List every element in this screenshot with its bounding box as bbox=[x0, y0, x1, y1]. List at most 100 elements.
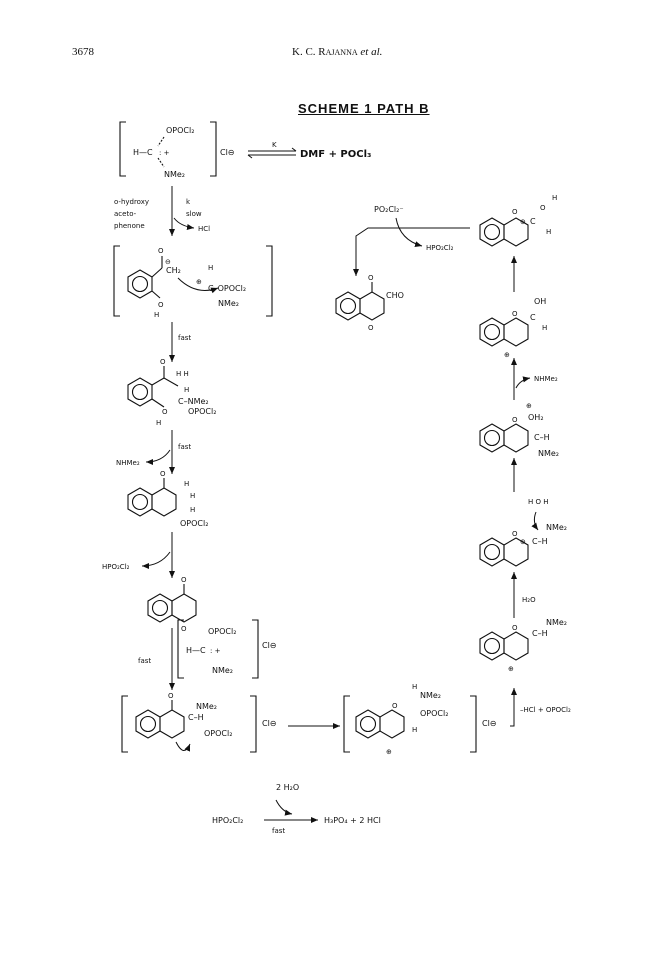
r1-o: O bbox=[512, 624, 518, 632]
adduct-o: O bbox=[160, 358, 166, 366]
chromanone-opocl2: OPOCl₂ bbox=[180, 519, 208, 528]
reagent2-nme2: NMe₂ bbox=[212, 666, 233, 675]
chromone-carbonyl-o: O bbox=[181, 576, 187, 584]
iminium-plus: ⊕ bbox=[196, 278, 202, 286]
fast-label-1: fast bbox=[178, 334, 191, 342]
r4-c: C bbox=[530, 313, 536, 322]
vilsmeier-reagent-2: OPOCl₂ H—C : + NMe₂ Cl⊖ bbox=[177, 619, 277, 679]
slow-label: slow bbox=[186, 210, 202, 218]
ch2-label: CH₂ bbox=[166, 266, 181, 275]
iminium-nme2: NMe₂ bbox=[218, 299, 239, 308]
reagent2-hc: H—C bbox=[186, 646, 206, 655]
hpo2cl2-loss-2: HPO₂Cl₂ bbox=[426, 244, 454, 252]
complex-opocl2: OPOCl₂ bbox=[204, 729, 232, 738]
page-number: 3678 bbox=[72, 46, 94, 58]
hcl-opocl2-loss: –HCl + OPOCl₂ bbox=[520, 706, 571, 714]
chromone: O O bbox=[147, 576, 197, 633]
chromenylium-opocl2: OPOCl₂ bbox=[420, 709, 448, 718]
intermediate-adduct: O H H H C–NMe₂ OPOCl₂ O H bbox=[127, 358, 216, 427]
formyl-carbonyl-o: O bbox=[368, 274, 374, 282]
r1-plus: ⊕ bbox=[508, 665, 514, 673]
adduct-h: H bbox=[184, 386, 189, 394]
running-head: K. C. Rajanna et al. bbox=[292, 46, 382, 58]
opocl2-label: OPOCl₂ bbox=[166, 126, 194, 135]
r2-plus: ⊕ bbox=[520, 538, 526, 546]
reagent2-cl: Cl⊖ bbox=[262, 641, 277, 650]
chloride-label: Cl⊖ bbox=[220, 148, 235, 157]
adduct-opocl2: OPOCl₂ bbox=[188, 407, 216, 416]
phenol-h: H bbox=[154, 311, 159, 319]
rate-constant: k bbox=[186, 198, 191, 206]
intermediate-enolate: O ⊖ CH₂ O H H ⊕ C–OPOCl₂ NMe₂ bbox=[113, 245, 273, 319]
right-chromenylium-5: O ⊕ C O H H bbox=[479, 194, 557, 247]
running-head-etal: et al. bbox=[360, 46, 383, 58]
right-chromenylium-4: O OH C H ⊕ bbox=[479, 297, 547, 359]
chromenylium-complex: O H NMe₂ OPOCl₂ H ⊕ Cl⊖ bbox=[343, 683, 497, 756]
reagent-line2: aceto- bbox=[114, 210, 137, 218]
hpo2cl2-final: HPO₂Cl₂ bbox=[212, 816, 243, 825]
chromenylium-o: O bbox=[392, 702, 398, 710]
nhme2-loss-1: NHMe₂ bbox=[116, 459, 140, 467]
dmf-pocl3-label: DMF + POCl₃ bbox=[300, 149, 371, 160]
scheme-title: SCHEME 1 PATH B bbox=[298, 101, 430, 116]
chromanone-o: O bbox=[160, 470, 166, 478]
carbonyl-o: O bbox=[158, 247, 164, 255]
r5-o2: O bbox=[540, 204, 546, 212]
r3-o: O bbox=[512, 416, 518, 424]
r4-plus: ⊕ bbox=[504, 351, 510, 359]
step12-arrow bbox=[353, 227, 470, 276]
complex-nme2: NMe₂ bbox=[196, 702, 217, 711]
r3-nme2: NMe₂ bbox=[538, 449, 559, 458]
complex-c-h: C–H bbox=[188, 713, 204, 722]
iminium-h: H bbox=[208, 264, 213, 272]
chromenylium-h-top: H bbox=[412, 683, 417, 691]
r2-c-h: C–H bbox=[532, 537, 548, 546]
r5-plus: ⊕ bbox=[520, 218, 526, 226]
r4-o: O bbox=[512, 310, 518, 318]
r2-o: O bbox=[512, 530, 518, 538]
iminium-c-opocl2: C–OPOCl₂ bbox=[208, 284, 246, 293]
chromenylium-nme2: NMe₂ bbox=[420, 691, 441, 700]
r4-h: H bbox=[542, 324, 547, 332]
vilsmeier-reagent: OPOCl₂ H—C : + NMe₂ Cl⊖ bbox=[119, 121, 235, 179]
products-label: H₃PO₄ + 2 HCl bbox=[324, 816, 381, 825]
formylchromone: O CHO O bbox=[335, 274, 404, 332]
chromanone-h1: H bbox=[184, 480, 189, 488]
r3-c-h: C–H bbox=[534, 433, 550, 442]
r5-h2: H bbox=[546, 228, 551, 236]
r2-water: H O H bbox=[528, 498, 549, 506]
chromenylium-plus: ⊕ bbox=[386, 748, 392, 756]
r5-h1: H bbox=[552, 194, 557, 202]
right-chromenylium-3: O ⊕ OH₂ C–H NMe₂ bbox=[479, 402, 559, 458]
complex-cl: Cl⊖ bbox=[262, 719, 277, 728]
adduct-oh-h: H bbox=[156, 419, 161, 427]
r1-nme2: NMe₂ bbox=[546, 618, 567, 627]
chromenylium-h: H bbox=[412, 726, 417, 734]
chromenylium-cl: Cl⊖ bbox=[482, 719, 497, 728]
fast-label-4: fast bbox=[272, 827, 285, 835]
hpo2cl2-loss-1: HPO₂Cl₂ bbox=[102, 563, 130, 571]
r3-oh2: OH₂ bbox=[528, 413, 544, 422]
cho-label: CHO bbox=[386, 291, 404, 300]
right-chromenylium-2: O ⊕ C–H NMe₂ H O H bbox=[479, 498, 567, 567]
r2-nme2: NMe₂ bbox=[546, 523, 567, 532]
chromanone-h3: H bbox=[190, 506, 195, 514]
chromone-iminium-complex: O C–H NMe₂ OPOCl₂ Cl⊖ bbox=[121, 692, 277, 753]
reagent-line1: o-hydroxy bbox=[114, 198, 149, 206]
nhme2-loss-2: NHMe₂ bbox=[534, 375, 558, 383]
hcl-loss-1: HCl bbox=[198, 225, 210, 233]
adduct-ring-o: O bbox=[162, 408, 168, 416]
r5-c: C bbox=[530, 217, 536, 226]
phenol-o: O bbox=[158, 301, 164, 309]
reagent2-plus: : + bbox=[210, 647, 221, 655]
r5-o: O bbox=[512, 208, 518, 216]
water-add: H₂O bbox=[522, 596, 536, 604]
po2cl2-label: PO₂Cl₂⁻ bbox=[374, 205, 404, 214]
nme2-label: NMe₂ bbox=[164, 170, 185, 179]
formyl-ring-o: O bbox=[368, 324, 374, 332]
intermediate-chromanone: O H H H OPOCl₂ bbox=[127, 470, 208, 528]
r1-c-h: C–H bbox=[532, 629, 548, 638]
reagent2-opocl2: OPOCl₂ bbox=[208, 627, 236, 636]
chromanone-h2: H bbox=[190, 492, 195, 500]
